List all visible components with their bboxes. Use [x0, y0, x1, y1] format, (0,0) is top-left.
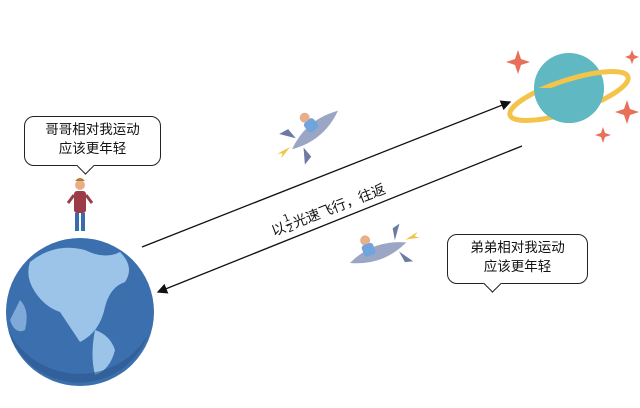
earth-icon	[6, 238, 154, 386]
outbound-arrow	[141, 100, 512, 248]
younger-bubble-line1: 弟弟相对我运动	[470, 240, 565, 256]
elder-bubble-line2: 应该更年轻	[58, 141, 127, 157]
saturn-icon	[507, 53, 631, 123]
elder-speech-bubble: 哥哥相对我运动 应该更年轻	[24, 116, 161, 175]
younger-bubble-line2: 应该更年轻	[483, 259, 552, 275]
younger-speech-bubble: 弟弟相对我运动 应该更年轻	[447, 234, 588, 293]
rocket-outbound-icon	[277, 110, 338, 165]
return-arrow	[156, 145, 523, 294]
elder-bubble-line1: 哥哥相对我运动	[45, 122, 140, 138]
star-icons	[506, 50, 639, 143]
rocket-return-icon	[349, 223, 420, 264]
elder-brother-figure	[66, 178, 94, 231]
